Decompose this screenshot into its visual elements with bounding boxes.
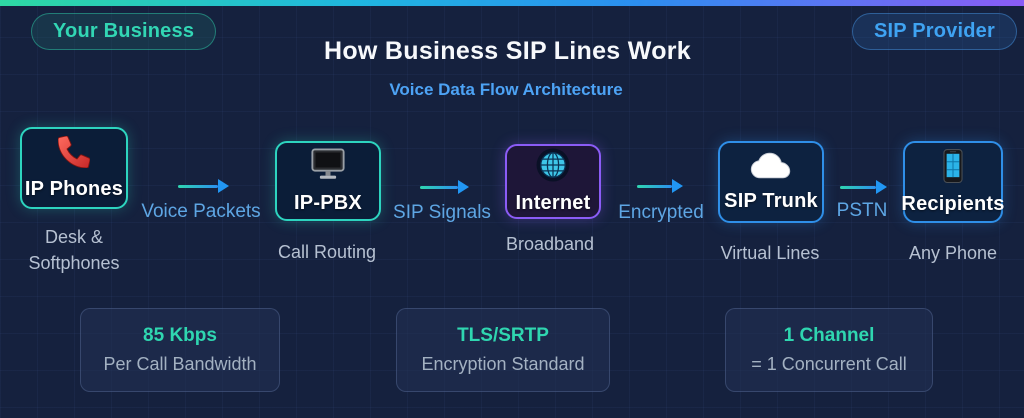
your-business-badge: Your Business [31, 13, 217, 50]
page-subtitle: Voice Data Flow Architecture [389, 80, 623, 99]
phone-icon [57, 135, 91, 173]
node-label: SIP Trunk [724, 189, 818, 212]
node-internet-sublabel: Broadband [505, 234, 595, 254]
sip-provider-badge-label: SIP Provider [874, 20, 995, 42]
arrow-line [178, 185, 218, 188]
arrow-head-icon [218, 179, 229, 193]
node-label: IP Phones [24, 177, 124, 200]
node-label: Internet [515, 192, 591, 214]
your-business-badge-label: Your Business [53, 20, 195, 42]
node-ip-phones: IP Phones [20, 127, 128, 209]
node-label: IP-PBX [294, 191, 362, 214]
page-title: How Business SIP Lines Work [324, 37, 691, 65]
monitor-icon [308, 147, 348, 187]
arrow-label-encrypted: Encrypted [618, 202, 704, 223]
globe-icon [536, 148, 570, 187]
top-gradient-bar [0, 0, 1024, 6]
stat-value: 85 Kbps [143, 325, 217, 346]
stat-value: 1 Channel [783, 325, 875, 346]
node-recipients-sublabel: Any Phone [908, 243, 998, 263]
node-label: Recipients [901, 192, 1005, 215]
mobile-icon [942, 148, 964, 188]
stat-label: = 1 Concurrent Call [751, 354, 907, 374]
stat-label: Encryption Standard [421, 354, 585, 374]
cloud-icon [750, 152, 792, 185]
arrow-line [840, 186, 876, 189]
node-sip-trunk-sublabel: Virtual Lines [720, 243, 820, 263]
arrow-label-pstn: PSTN [836, 200, 888, 221]
stat-channel: 1 Channel = 1 Concurrent Call [725, 308, 933, 392]
arrow-label-voice-packets: Voice Packets [141, 201, 261, 222]
sip-provider-badge: SIP Provider [852, 13, 1017, 50]
node-ip-pbx-sublabel: Call Routing [277, 242, 377, 262]
node-ip-phones-sublabel: Desk & Softphones [28, 227, 120, 273]
arrow-line [420, 186, 458, 189]
arrow-label-sip-signals: SIP Signals [393, 202, 491, 223]
stat-value: TLS/SRTP [457, 325, 549, 346]
stat-bandwidth: 85 Kbps Per Call Bandwidth [80, 308, 280, 392]
arrow-head-icon [672, 179, 683, 193]
arrow-line [637, 185, 672, 188]
arrow-head-icon [876, 180, 887, 194]
node-ip-pbx: IP-PBX [275, 141, 381, 221]
node-recipients: Recipients [901, 141, 1005, 223]
node-internet: Internet [505, 144, 601, 219]
node-sip-trunk: SIP Trunk [718, 141, 824, 223]
stat-label: Per Call Bandwidth [103, 354, 257, 374]
arrow-head-icon [458, 180, 469, 194]
stat-encryption: TLS/SRTP Encryption Standard [396, 308, 610, 392]
